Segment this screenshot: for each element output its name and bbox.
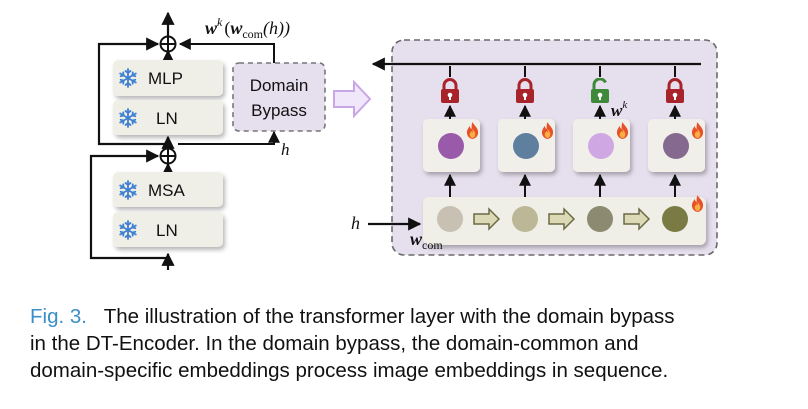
skip-connection-msa [89,149,168,260]
sum-node-middle [159,147,177,165]
sequence-arrow-icon [623,207,651,231]
msa-label: MSA [148,181,186,200]
wcom-label: wcom [410,229,443,252]
expand-arrow-icon [333,79,372,119]
caption-line-3: domain-specific embeddings process image… [30,359,669,382]
caption-line-2: in the DT-Encoder. In the domain bypass,… [30,332,639,355]
transformer-layer-diagram: MLP LN MSA LN Domain Bypass wk(wcom(h)) … [89,11,718,270]
domain-specific-embedding-2 [498,119,555,172]
msa-block: MSA [113,172,223,207]
bypass-detail-panel: wk [351,39,718,256]
caption-text-1: The illustration of the transformer laye… [103,305,675,328]
common-embedding-circle [512,206,538,232]
mlp-block: MLP [113,60,223,96]
skip-connection-mlp [97,37,168,146]
figure-caption: Fig. 3. The illustration of the transfor… [30,303,790,384]
domain-bypass-label-line1: Domain [250,76,309,95]
caption-line-1: Fig. 3. The illustration of the transfor… [30,303,790,330]
h-input-label: h [351,213,360,233]
ln-top-label: LN [156,109,178,128]
sequence-arrow-icon [473,207,501,231]
common-embedding-circle [437,206,463,232]
output-formula: wk(wcom(h)) [205,15,290,41]
domain-bypass-block: Domain Bypass [232,62,326,132]
wk-label: wk [611,99,628,120]
common-embedding-circle [662,206,688,232]
ln-block-top: LN [113,100,223,135]
mlp-label: MLP [148,69,183,88]
common-embedding-circle [587,206,613,232]
bypass-input-arrow [178,130,280,145]
domain-specific-embedding-1 [423,119,480,172]
h-bypass-label: h [281,140,290,159]
domain-specific-embedding-4 [648,119,705,172]
figure-label: Fig. 3. [30,305,87,328]
sequence-arrow-icon [548,207,576,231]
domain-specific-embedding-3 [573,119,630,172]
domain-common-embedding-row [423,195,706,245]
bypass-output-arrow [178,38,275,63]
ln-block-bottom: LN [113,212,223,247]
ln-bottom-label: LN [156,221,178,240]
sum-node-top [159,35,177,53]
transformer-layer: MLP LN MSA LN Domain Bypass wk(wcom(h)) … [89,11,326,270]
domain-bypass-label-line2: Bypass [251,101,307,120]
